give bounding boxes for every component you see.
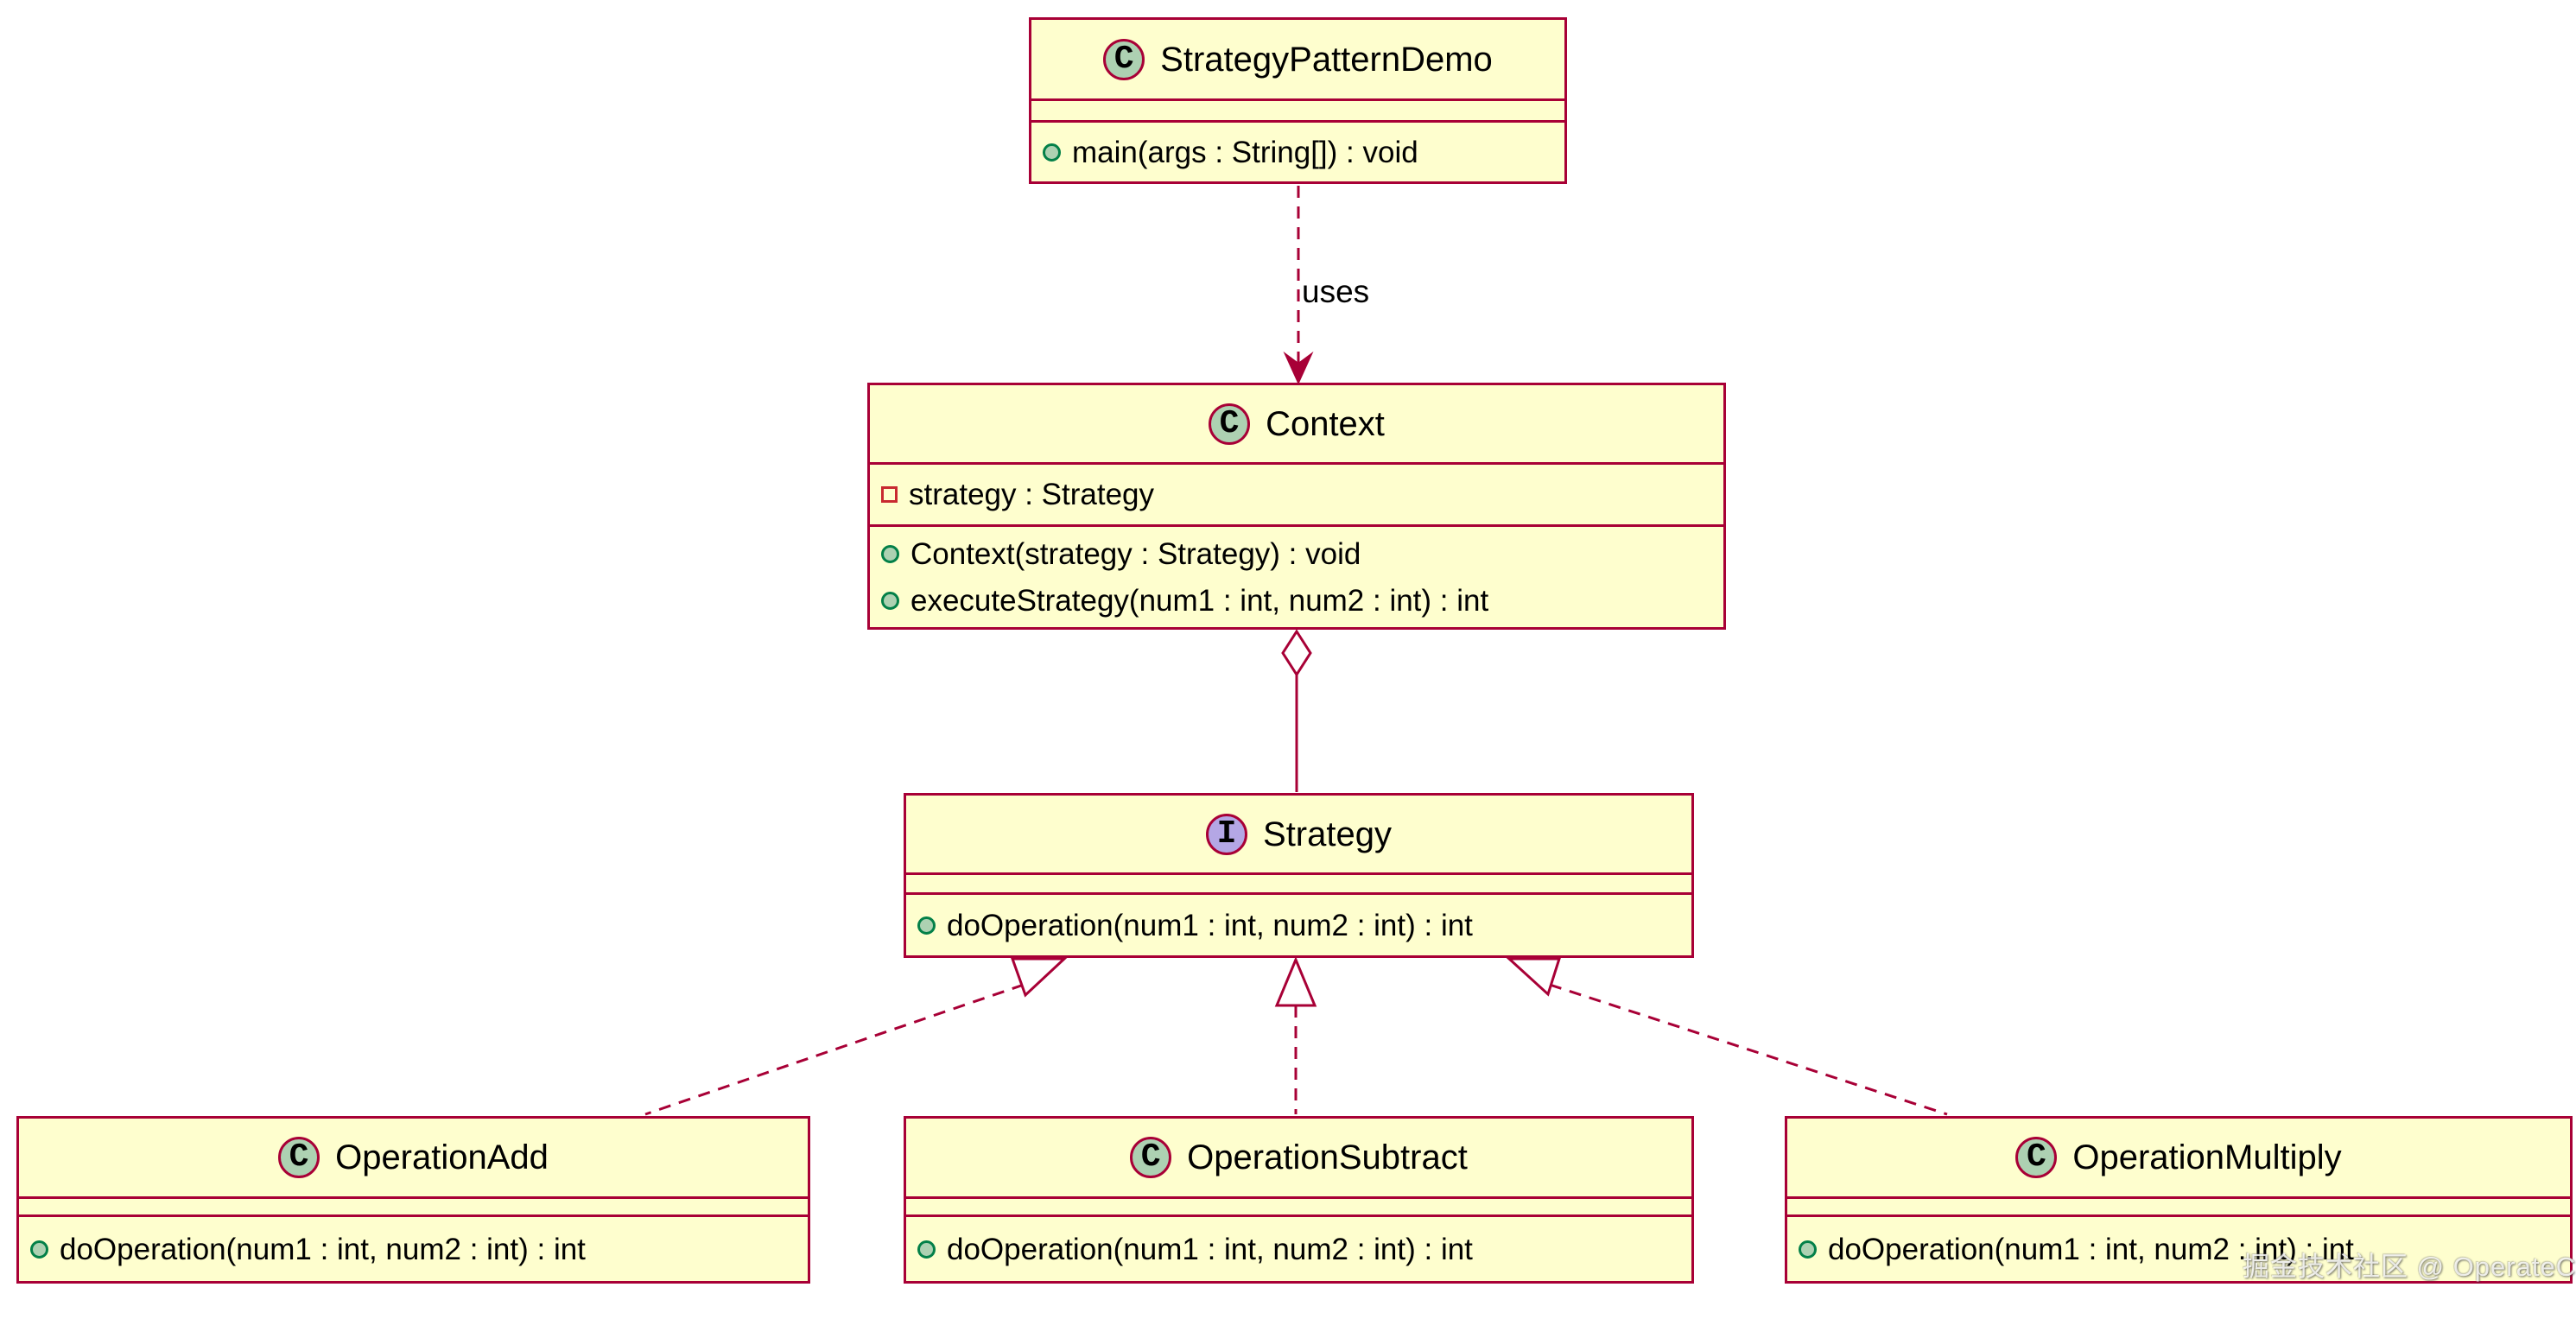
method-row: Context(strategy : Strategy) : void — [870, 530, 1723, 577]
method-signature: executeStrategy(num1 : int, num2 : int) … — [910, 583, 1489, 618]
public-method-icon — [1043, 143, 1061, 162]
method-row: executeStrategy(num1 : int, num2 : int) … — [870, 577, 1723, 624]
realization-edge-operation-add — [644, 983, 1025, 1116]
class-box-operation-add: C OperationAdd doOperation(num1 : int, n… — [16, 1116, 810, 1284]
realization-triangle-icon-right — [1506, 957, 1562, 997]
method-signature: Context(strategy : Strategy) : void — [910, 536, 1361, 571]
public-method-icon — [1799, 1240, 1817, 1259]
class-header: C StrategyPatternDemo — [1031, 20, 1564, 101]
class-spot-icon: C — [1103, 38, 1145, 80]
class-box-context: C Context strategy : Strategy Context(st… — [867, 383, 1726, 630]
spot-letter: C — [2026, 1138, 2046, 1176]
class-name: OperationSubtract — [1187, 1138, 1468, 1176]
fields-compartment — [906, 875, 1691, 895]
realization-triangle-icon-left — [1010, 957, 1068, 998]
class-header: I Strategy — [906, 796, 1691, 875]
edge-label-uses: uses — [1302, 274, 1370, 309]
dependency-arrowhead-icon — [1283, 351, 1314, 385]
public-method-icon — [881, 591, 899, 610]
class-spot-icon: C — [1130, 1137, 1172, 1178]
watermark-text: 掘金技术社区 @ OperateCode — [2243, 1252, 2576, 1282]
interface-box-strategy: I Strategy doOperation(num1 : int, num2 … — [904, 793, 1694, 958]
class-name: Strategy — [1263, 815, 1392, 853]
class-box-operation-multiply: C OperationMultiply doOperation(num1 : i… — [1785, 1116, 2573, 1284]
class-box-strategy-pattern-demo: C StrategyPatternDemo main(args : String… — [1029, 17, 1567, 184]
class-header: C OperationMultiply — [1787, 1119, 2570, 1199]
spot-letter: C — [1140, 1138, 1161, 1176]
method-signature: doOperation(num1 : int, num2 : int) : in… — [947, 1232, 1473, 1266]
interface-spot-icon: I — [1206, 813, 1248, 855]
realization-edge-operation-multiply — [1549, 983, 1948, 1116]
method-signature: main(args : String[]) : void — [1072, 135, 1418, 169]
class-name: OperationMultiply — [2072, 1138, 2342, 1176]
methods-compartment: doOperation(num1 : int, num2 : int) : in… — [1787, 1217, 2570, 1281]
private-field-icon — [881, 486, 898, 503]
spot-letter: C — [1114, 40, 1134, 78]
method-row: doOperation(num1 : int, num2 : int) : in… — [19, 1226, 808, 1272]
class-name: Context — [1266, 404, 1385, 443]
methods-compartment: main(args : String[]) : void — [1031, 123, 1564, 181]
method-row: doOperation(num1 : int, num2 : int) : in… — [906, 1226, 1691, 1272]
method-row: doOperation(num1 : int, num2 : int) : in… — [906, 902, 1691, 948]
fields-compartment — [1787, 1199, 2570, 1217]
methods-compartment: Context(strategy : Strategy) : void exec… — [870, 527, 1723, 627]
class-header: C OperationSubtract — [906, 1119, 1691, 1199]
method-signature: doOperation(num1 : int, num2 : int) : in… — [60, 1232, 586, 1266]
method-signature: doOperation(num1 : int, num2 : int) : in… — [1828, 1232, 2354, 1266]
fields-compartment: strategy : Strategy — [870, 465, 1723, 527]
class-header: C OperationAdd — [19, 1119, 808, 1199]
aggregation-diamond-icon — [1281, 629, 1312, 677]
public-method-icon — [30, 1240, 48, 1259]
method-signature: doOperation(num1 : int, num2 : int) : in… — [947, 908, 1473, 942]
fields-compartment — [19, 1199, 808, 1217]
method-row: main(args : String[]) : void — [1031, 129, 1564, 175]
field-signature: strategy : Strategy — [909, 478, 1155, 511]
public-method-icon — [881, 544, 899, 563]
class-header: C Context — [870, 385, 1723, 465]
fields-compartment — [906, 1199, 1691, 1217]
public-method-icon — [917, 1240, 936, 1259]
class-box-operation-subtract: C OperationSubtract doOperation(num1 : i… — [904, 1116, 1694, 1284]
realization-triangle-icon-middle — [1274, 956, 1317, 1007]
method-row: doOperation(num1 : int, num2 : int) : in… — [1787, 1226, 2570, 1272]
methods-compartment: doOperation(num1 : int, num2 : int) : in… — [906, 895, 1691, 955]
spot-letter: C — [1219, 404, 1240, 442]
class-spot-icon: C — [1209, 403, 1251, 445]
methods-compartment: doOperation(num1 : int, num2 : int) : in… — [19, 1217, 808, 1281]
class-name: StrategyPatternDemo — [1160, 40, 1493, 79]
spot-letter: C — [289, 1138, 309, 1176]
fields-compartment — [1031, 101, 1564, 123]
class-spot-icon: C — [2015, 1137, 2058, 1178]
class-spot-icon: C — [278, 1137, 320, 1178]
field-row: strategy : Strategy — [870, 472, 1723, 518]
class-name: OperationAdd — [335, 1138, 549, 1176]
public-method-icon — [917, 916, 936, 935]
methods-compartment: doOperation(num1 : int, num2 : int) : in… — [906, 1217, 1691, 1281]
spot-letter: I — [1216, 815, 1237, 853]
